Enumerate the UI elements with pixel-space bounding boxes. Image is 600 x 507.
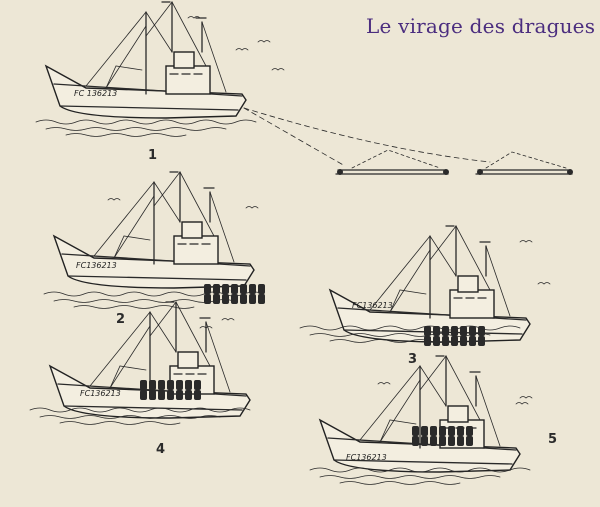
hull-mark-4: FC136213 bbox=[80, 389, 121, 398]
boat-step-2 bbox=[43, 171, 265, 309]
hull-mark-2: FC136213 bbox=[76, 261, 117, 270]
boat-step-1 bbox=[35, 1, 257, 137]
hull-mark-1: FC 136213 bbox=[74, 89, 117, 98]
hull-mark-3: FC136213 bbox=[352, 301, 393, 310]
step-number-4: 4 bbox=[156, 442, 166, 457]
illustration-title: Le virage des dragues bbox=[366, 14, 596, 38]
step-number-1: 1 bbox=[148, 148, 158, 163]
boat-step-4 bbox=[29, 301, 251, 425]
boat-step-3 bbox=[299, 225, 531, 346]
step-number-5: 5 bbox=[548, 432, 558, 447]
step-number-3: 3 bbox=[408, 352, 418, 367]
hull-mark-5: FC136213 bbox=[346, 453, 387, 462]
towing-cables bbox=[243, 107, 573, 175]
boat-step-5 bbox=[309, 355, 531, 485]
step-number-2: 2 bbox=[116, 312, 126, 327]
